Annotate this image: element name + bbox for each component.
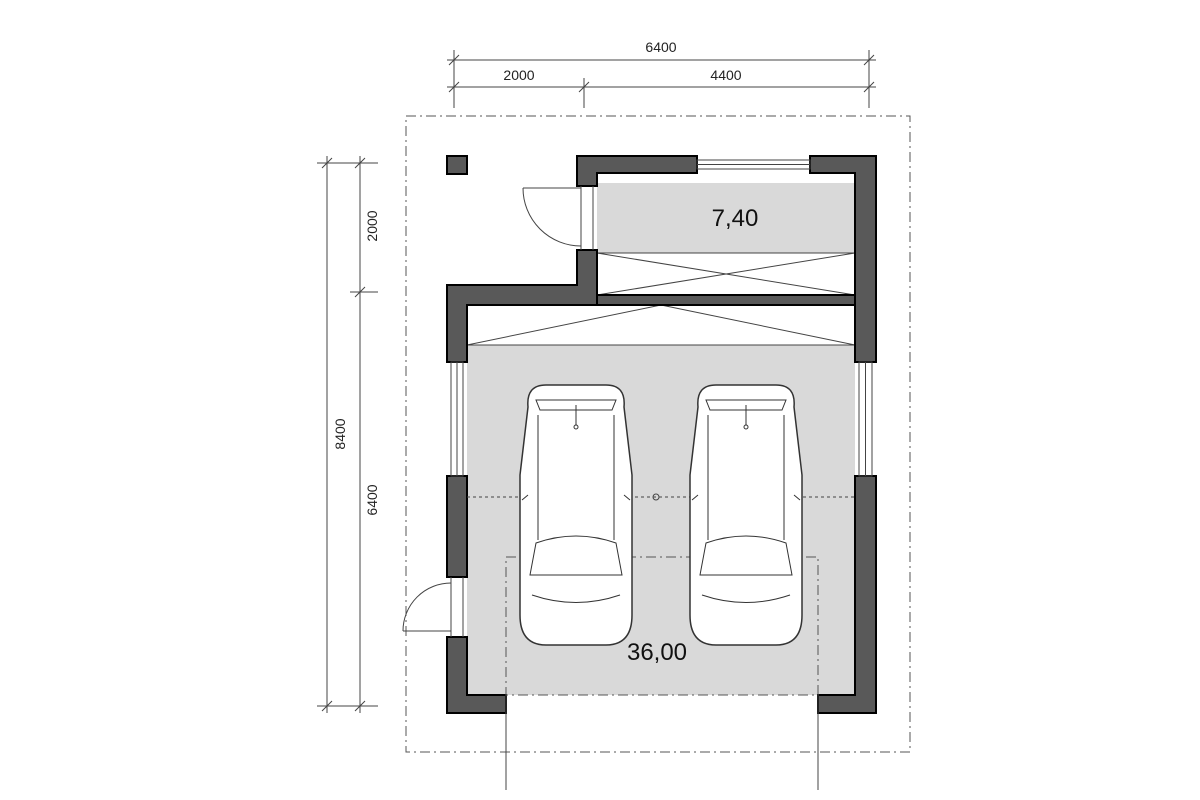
dim-top-left: 2000 <box>503 67 534 83</box>
storage-roof-lines <box>596 252 856 296</box>
car-right <box>689 384 803 646</box>
storage-area-label: 7,40 <box>712 205 759 232</box>
dim-top-total: 6400 <box>645 39 676 55</box>
storage-floor <box>597 183 855 253</box>
garage-door-lines <box>467 493 855 790</box>
dim-left-bottom: 6400 <box>364 484 380 515</box>
storage-door <box>522 186 594 250</box>
dim-top-right: 4400 <box>710 67 741 83</box>
garage-roof-lines <box>466 304 856 346</box>
garage-area-label: 36,00 <box>627 639 687 666</box>
car-left <box>519 384 633 646</box>
top-dimensions <box>447 50 876 108</box>
side-door <box>402 577 464 637</box>
column <box>446 155 468 175</box>
dim-left-top: 2000 <box>364 210 380 241</box>
dim-left-total: 8400 <box>332 418 348 449</box>
plot-boundary <box>405 115 911 753</box>
windows <box>450 159 873 477</box>
left-dimensions <box>317 156 378 713</box>
